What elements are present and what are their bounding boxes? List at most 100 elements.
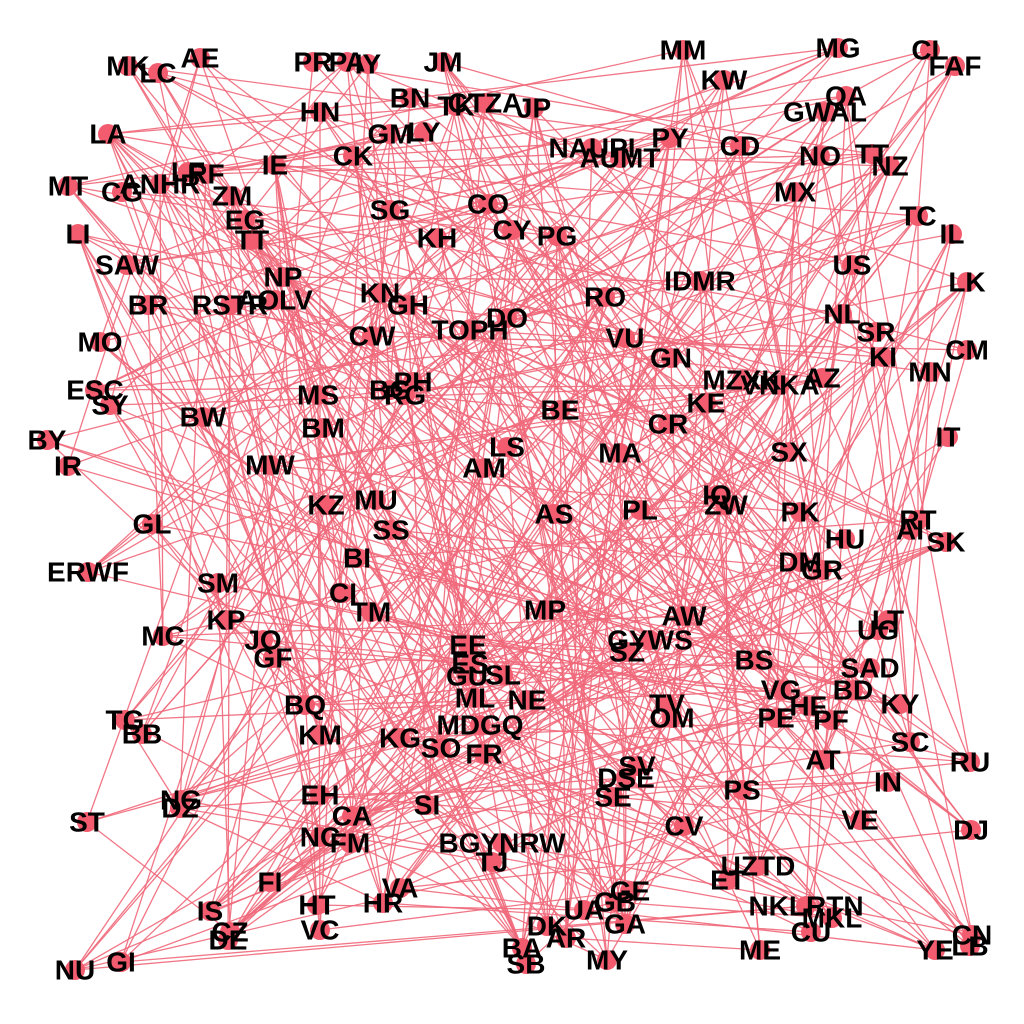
graph-node[interactable] <box>945 56 965 76</box>
graph-node[interactable] <box>730 136 750 156</box>
graph-node[interactable] <box>620 881 640 901</box>
graph-node[interactable] <box>544 504 564 524</box>
graph-node[interactable] <box>836 86 856 106</box>
graph-node[interactable] <box>547 226 567 246</box>
graph-node[interactable] <box>779 442 799 462</box>
graph-node[interactable] <box>58 456 78 476</box>
graph-node[interactable] <box>446 96 466 116</box>
graph-node[interactable] <box>516 954 536 974</box>
graph-node[interactable] <box>812 368 832 388</box>
graph-node[interactable] <box>673 40 693 60</box>
graph-node[interactable] <box>674 816 694 836</box>
graph-node[interactable] <box>150 174 170 194</box>
graph-node[interactable] <box>380 200 400 220</box>
graph-node[interactable] <box>732 370 752 390</box>
graph-node[interactable] <box>475 93 495 113</box>
graph-node[interactable] <box>843 680 863 700</box>
graph-node[interactable] <box>153 626 173 646</box>
graph-node[interactable] <box>597 950 617 970</box>
graph-node[interactable] <box>381 520 401 540</box>
graph-node[interactable] <box>574 900 594 920</box>
graph-node[interactable] <box>132 724 152 744</box>
graph-node[interactable] <box>222 186 242 206</box>
graph-node[interactable] <box>265 290 285 310</box>
graph-node[interactable] <box>142 514 162 534</box>
graph-node[interactable] <box>815 102 835 122</box>
graph-node[interactable] <box>785 182 805 202</box>
graph-node[interactable] <box>208 573 228 593</box>
graph-node[interactable] <box>842 255 862 275</box>
graph-node[interactable] <box>307 895 327 915</box>
graph-node[interactable] <box>366 490 386 510</box>
graph-node[interactable] <box>482 852 502 872</box>
graph-node[interactable] <box>640 630 660 650</box>
graph-node[interactable] <box>78 562 98 582</box>
graph-node[interactable] <box>900 732 920 752</box>
graph-node[interactable] <box>936 532 956 552</box>
graph-node[interactable] <box>316 495 336 515</box>
graph-node[interactable] <box>493 665 513 685</box>
graph-node[interactable] <box>595 287 615 307</box>
graph-node[interactable] <box>661 348 681 368</box>
graph-node[interactable] <box>303 52 323 72</box>
graph-node[interactable] <box>744 650 764 670</box>
graph-node[interactable] <box>771 680 791 700</box>
graph-node[interactable] <box>148 63 168 83</box>
graph-node[interactable] <box>253 630 273 650</box>
graph-node[interactable] <box>512 938 532 958</box>
graph-node[interactable] <box>732 780 752 800</box>
graph-node[interactable] <box>118 56 138 76</box>
graph-node[interactable] <box>273 267 293 287</box>
graph-node[interactable] <box>502 220 522 240</box>
graph-node[interactable] <box>310 725 330 745</box>
graph-node[interactable] <box>750 940 770 960</box>
graph-node[interactable] <box>796 896 816 916</box>
graph-node[interactable] <box>65 960 85 980</box>
graph-node[interactable] <box>610 148 630 168</box>
graph-node[interactable] <box>801 922 821 942</box>
graph-node[interactable] <box>832 304 852 324</box>
graph-node[interactable] <box>343 146 363 166</box>
graph-node[interactable] <box>821 710 841 730</box>
graph-node[interactable] <box>873 347 893 367</box>
graph-node[interactable] <box>310 785 330 805</box>
graph-node[interactable] <box>265 155 285 175</box>
graph-node[interactable] <box>138 295 158 315</box>
graph-node[interactable] <box>310 827 330 847</box>
graph-node[interactable] <box>90 332 110 352</box>
graph-node[interactable] <box>766 708 786 728</box>
graph-node[interactable] <box>900 520 920 540</box>
graph-node[interactable] <box>866 322 886 342</box>
graph-node[interactable] <box>474 744 494 764</box>
graph-node[interactable] <box>658 414 678 434</box>
graph-node[interactable] <box>295 695 315 715</box>
graph-node[interactable] <box>770 375 790 395</box>
graph-node[interactable] <box>235 210 255 230</box>
graph-node[interactable] <box>474 458 494 478</box>
graph-node[interactable] <box>111 952 131 972</box>
graph-node[interactable] <box>674 606 694 626</box>
graph-node[interactable] <box>100 395 120 415</box>
graph-node[interactable] <box>615 914 635 934</box>
graph-node[interactable] <box>662 708 682 728</box>
graph-node[interactable] <box>616 768 636 788</box>
graph-node[interactable] <box>470 715 490 735</box>
graph-node[interactable] <box>925 940 945 960</box>
graph-node[interactable] <box>193 407 213 427</box>
graph-node[interactable] <box>497 308 517 328</box>
graph-node[interactable] <box>790 502 810 522</box>
graph-node[interactable] <box>308 385 328 405</box>
graph-node[interactable] <box>605 892 625 912</box>
graph-node[interactable] <box>492 833 512 853</box>
graph-node[interactable] <box>835 529 855 549</box>
graph-node[interactable] <box>98 124 118 144</box>
graph-node[interactable] <box>690 271 710 291</box>
graph-node[interactable] <box>200 901 220 921</box>
graph-node[interactable] <box>748 856 768 876</box>
graph-node[interactable] <box>310 920 330 940</box>
graph-node[interactable] <box>178 162 198 182</box>
graph-node[interactable] <box>58 176 78 196</box>
graph-node[interactable] <box>610 443 630 463</box>
graph-node[interactable] <box>242 230 262 250</box>
graph-node[interactable] <box>370 283 390 303</box>
